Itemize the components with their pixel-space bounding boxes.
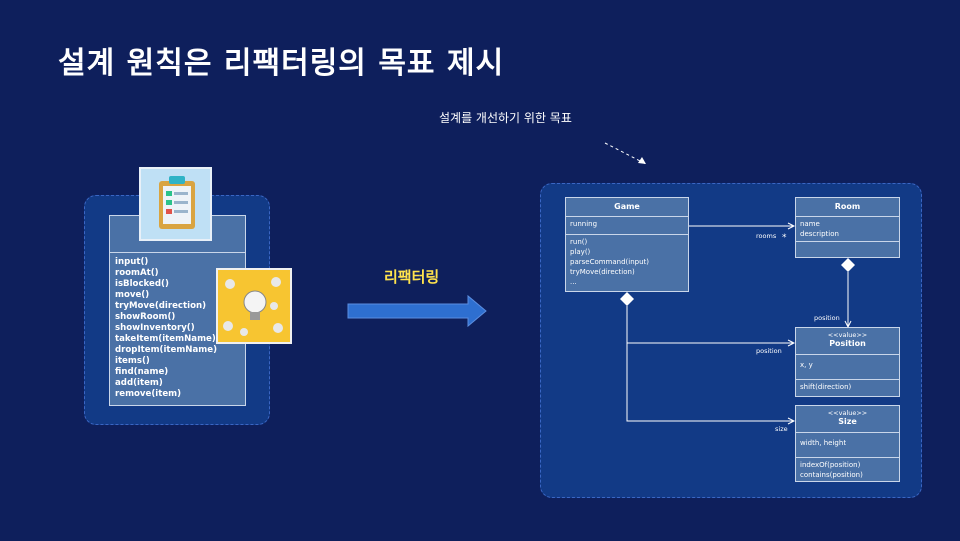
class-header: <<value>> Size — [796, 406, 899, 433]
slide-title: 설계 원칙은 리팩터링의 목표 제시 — [58, 46, 505, 81]
game-position-arrowhead — [787, 339, 796, 347]
operation: contains(position) — [800, 471, 863, 479]
operation: items() — [115, 356, 150, 366]
size-class: <<value>> Size width, height indexOf(pos… — [795, 405, 900, 482]
room-composition-diamond — [841, 258, 855, 272]
clipboard-checklist-icon — [139, 167, 212, 241]
class-name: Room — [796, 198, 899, 217]
operation: tryMove(direction) — [570, 268, 635, 276]
operation: play() — [570, 248, 591, 256]
class-operations — [796, 242, 899, 246]
game-position-role-label: position — [756, 347, 782, 355]
annotation-text: 설계를 개선하기 위한 목표 — [439, 111, 572, 125]
lightbulb-idea-icon — [216, 268, 292, 344]
attribute: x, y — [800, 361, 813, 369]
class-operations: shift(direction) — [796, 380, 899, 394]
refactoring-label: 리팩터링 — [384, 268, 440, 286]
operation: shift(direction) — [800, 383, 852, 391]
class-attributes: name description — [796, 217, 899, 242]
refactor-arrow — [347, 294, 487, 328]
operation: takeItem(itemName) — [115, 334, 216, 344]
attribute: running — [570, 220, 598, 228]
attribute: width, height — [800, 439, 847, 447]
rooms-role-label: rooms — [756, 232, 777, 240]
class-attributes: width, height — [796, 433, 899, 458]
class-name: Game — [566, 198, 688, 217]
operation: dropItem(itemName) — [115, 345, 218, 355]
operation: tryMove(direction) — [115, 301, 207, 311]
operation: parseCommand(input) — [570, 258, 650, 266]
stereotype: <<value>> — [827, 331, 868, 339]
god-class-box: input() roomAt() isBlocked() move() tryM… — [109, 215, 246, 406]
rooms-multiplicity-label: * — [782, 233, 787, 243]
operation: showInventory() — [115, 323, 195, 333]
operation: ... — [570, 278, 577, 286]
class-name: Size — [838, 417, 857, 426]
annotation-pointer-head — [638, 157, 646, 164]
operation: add(item) — [115, 378, 163, 388]
attribute: name — [800, 220, 820, 228]
class-operations: run() play() parseCommand(input) tryMove… — [566, 235, 688, 289]
operation: run() — [570, 238, 588, 246]
size-role-label: size — [775, 425, 788, 433]
game-size-assoc — [626, 306, 794, 422]
room-position-role-label: position — [814, 314, 840, 322]
god-class-operations: input() roomAt() isBlocked() move() tryM… — [110, 253, 245, 404]
game-room-arrowhead — [787, 222, 796, 230]
class-header: <<value>> Position — [796, 328, 899, 355]
class-operations: indexOf(position) contains(position) — [796, 458, 899, 482]
god-class-header — [110, 216, 245, 253]
class-attributes: x, y — [796, 355, 899, 380]
operation: indexOf(position) — [800, 461, 861, 469]
class-name: Position — [829, 339, 866, 348]
operation: showRoom() — [115, 312, 176, 322]
operation: roomAt() — [115, 268, 159, 278]
stereotype: <<value>> — [827, 409, 868, 417]
annotation-pointer — [604, 142, 647, 165]
game-size-arrowhead — [787, 417, 796, 425]
operation: find(name) — [115, 367, 169, 377]
game-composition-diamond — [620, 292, 634, 306]
operation: move() — [115, 290, 150, 300]
operation: input() — [115, 257, 149, 267]
attribute: description — [800, 230, 839, 238]
operation: isBlocked() — [115, 279, 169, 289]
game-class: Game running run() play() parseCommand(i… — [565, 197, 689, 292]
operation: remove(item) — [115, 389, 182, 399]
class-attributes: running — [566, 217, 688, 235]
position-class: <<value>> Position x, y shift(direction) — [795, 327, 900, 397]
room-class: Room name description — [795, 197, 900, 258]
